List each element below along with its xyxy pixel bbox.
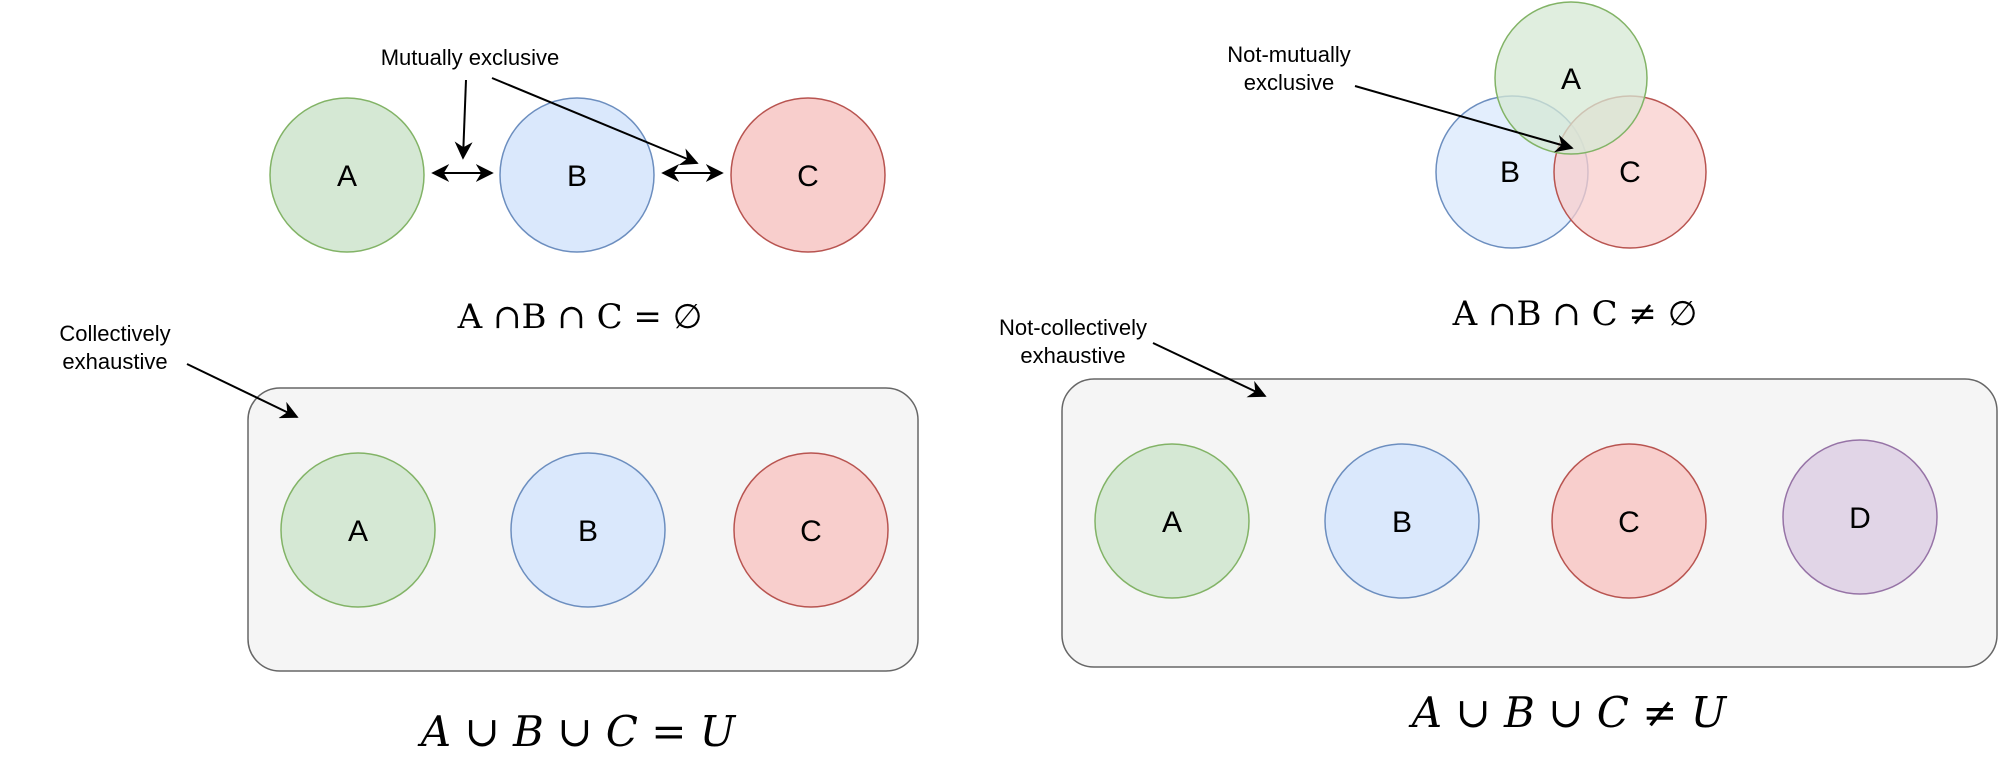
annotation-arrow-2 — [491, 77, 699, 166]
circle-b — [499, 97, 655, 253]
circle-b-label: B — [1500, 156, 1520, 189]
not-collectively-exhaustive-annotation-line2: exhaustive — [1020, 343, 1125, 368]
collectively-exhaustive-panel: A B C Collectively exhaustive A ∪ B ∪ C … — [59, 321, 919, 756]
mutually-exclusive-formula: A ∩B ∩ C = ∅ — [457, 297, 703, 337]
annotation-arrow-1 — [454, 79, 473, 160]
circle-b-label: B — [567, 160, 587, 193]
collectively-exhaustive-formula: A ∪ B ∪ C = U — [417, 707, 737, 756]
mutually-exclusive-panel: A B C Mutually exclusive A ∩B ∩ C = ∅ — [269, 45, 886, 337]
not-mutually-exclusive-annotation-line2: exclusive — [1244, 70, 1334, 95]
circle-b-label: B — [578, 515, 598, 548]
not-collectively-exhaustive-formula: A ∪ B ∪ C ≠ U — [1408, 688, 1728, 737]
circle-c-label: C — [1619, 156, 1641, 189]
not-collectively-exhaustive-annotation-line1: Not-collectively — [999, 315, 1147, 340]
circle-a — [269, 97, 425, 253]
circle-a-label: A — [1561, 63, 1581, 96]
circle-c — [1551, 443, 1707, 599]
circle-b-label: B — [1392, 506, 1412, 539]
annotation-arrow — [186, 363, 299, 419]
circle-d-label: D — [1849, 502, 1871, 535]
circle-b — [510, 452, 666, 608]
circle-a-label: A — [1162, 506, 1182, 539]
circle-a-label: A — [348, 515, 368, 548]
circle-c — [733, 452, 889, 608]
not-mutually-exclusive-formula: A ∩B ∩ C ≠ ∅ — [1452, 294, 1698, 334]
circle-d — [1782, 439, 1938, 595]
collectively-exhaustive-annotation-line2: exhaustive — [62, 349, 167, 374]
circle-c-label: C — [797, 160, 819, 193]
collectively-exhaustive-annotation-line1: Collectively — [59, 321, 170, 346]
circle-a — [1494, 1, 1648, 155]
mutually-exclusive-annotation: Mutually exclusive — [381, 45, 560, 70]
not-mutually-exclusive-panel: A B C Not-mutually exclusive A ∩B ∩ C ≠ … — [1227, 1, 1707, 334]
circle-a — [280, 452, 436, 608]
annotation-arrow — [1354, 85, 1574, 153]
annotation-arrow — [1152, 342, 1267, 398]
circle-c — [730, 97, 886, 253]
circle-c-label: C — [800, 515, 822, 548]
circle-b — [1324, 443, 1480, 599]
not-mutually-exclusive-annotation-line1: Not-mutually — [1227, 42, 1350, 67]
circle-a-label: A — [337, 160, 357, 193]
circle-a — [1094, 443, 1250, 599]
not-collectively-exhaustive-panel: A B C D Not-collectively exhaustive A ∪ … — [999, 315, 1998, 737]
circle-c-label: C — [1618, 506, 1640, 539]
universe-box — [1061, 378, 1998, 668]
